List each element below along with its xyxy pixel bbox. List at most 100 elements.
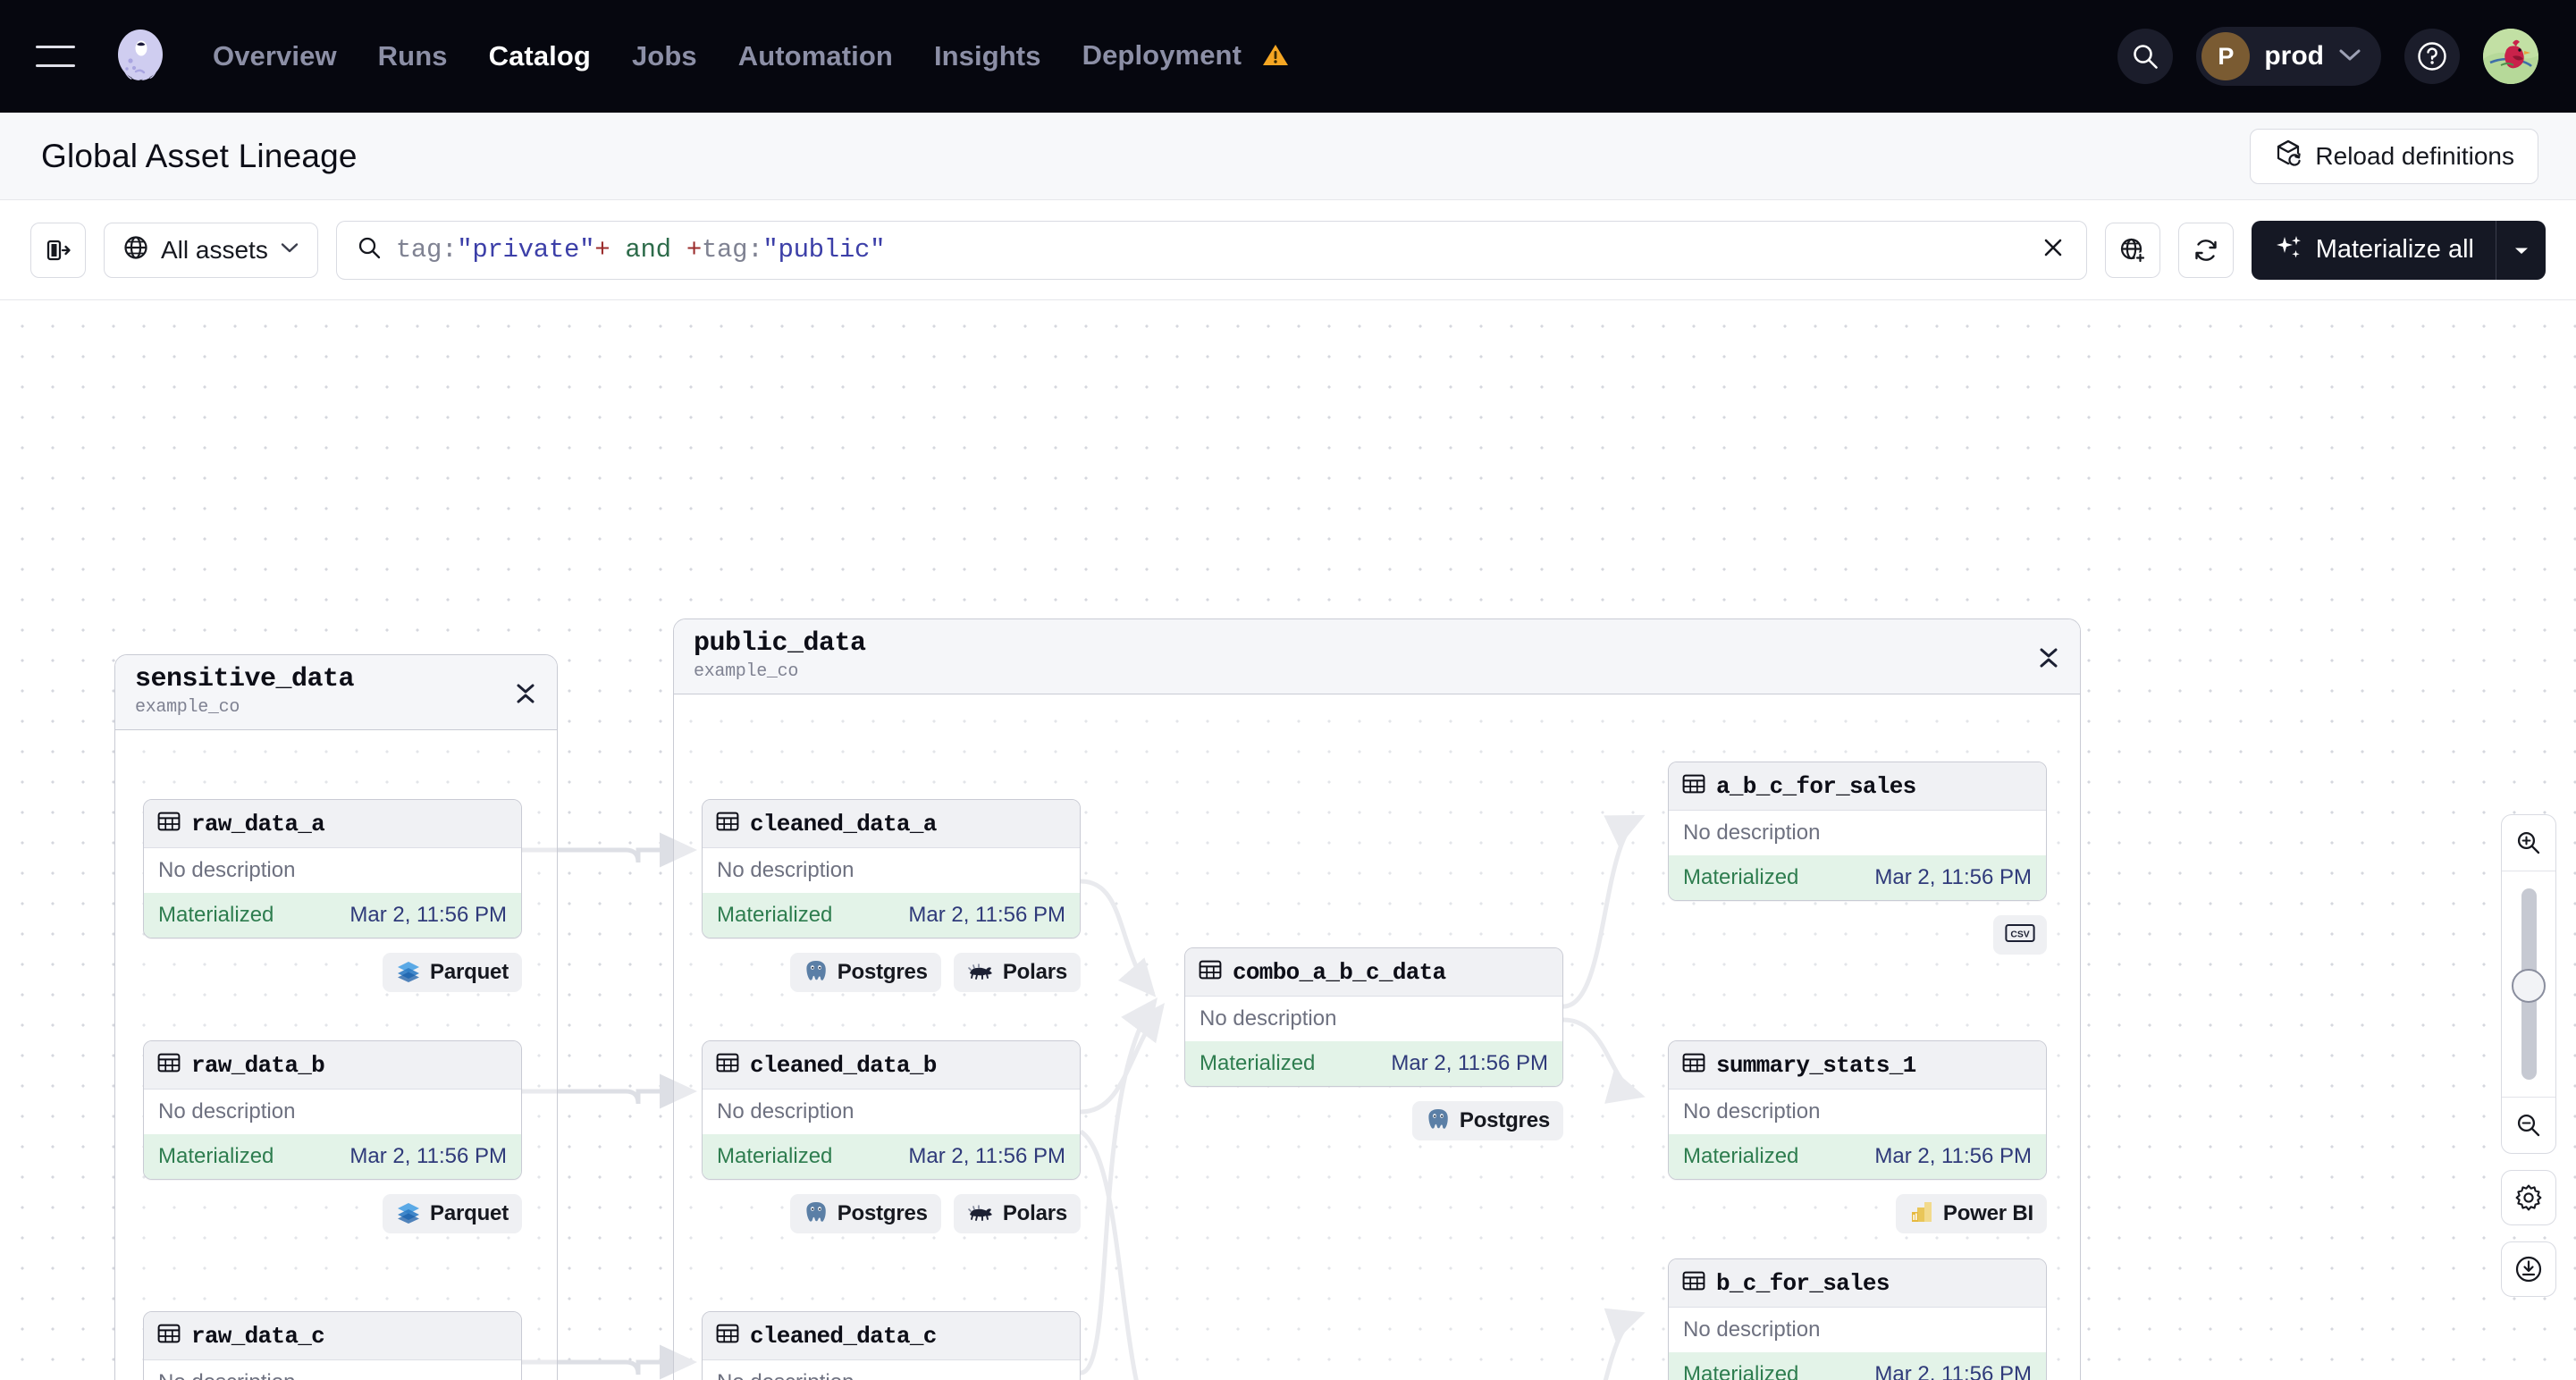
- asset-node-header: a_b_c_for_sales: [1669, 762, 2046, 811]
- hamburger-line: [36, 46, 75, 48]
- clear-search-icon[interactable]: [2040, 234, 2067, 265]
- asset-tag-label: Polars: [1002, 960, 1067, 984]
- asset-status-label: Materialized: [1683, 865, 1799, 889]
- materialize-all-button[interactable]: Materialize all: [2251, 220, 2546, 280]
- asset-node-card[interactable]: raw_data_cNo descriptionMaterializedMar …: [143, 1311, 522, 1380]
- asset-node-header: raw_data_a: [144, 800, 521, 848]
- asset-group-sensitive-data[interactable]: sensitive_data example_co: [114, 654, 558, 1380]
- asset-tag-postgres[interactable]: Postgres: [789, 1194, 941, 1233]
- collapse-group-icon[interactable]: [2037, 644, 2060, 676]
- hamburger-menu-icon[interactable]: [36, 41, 75, 72]
- table-icon: [156, 1321, 181, 1351]
- nav-link-jobs[interactable]: Jobs: [631, 40, 697, 72]
- nav-link-overview[interactable]: Overview: [213, 40, 337, 72]
- table-icon: [1681, 771, 1706, 801]
- asset-tag-parquet[interactable]: Parquet: [383, 953, 522, 992]
- asset-tag-row: Postgres Polars: [702, 1194, 1081, 1233]
- asset-tag-row: Parquet: [143, 1194, 522, 1233]
- page-header: Global Asset Lineage Reload definitions: [0, 113, 2576, 200]
- panel-expand-icon[interactable]: [30, 222, 86, 278]
- globe-plus-icon[interactable]: [2104, 222, 2160, 278]
- primary-nav-links: Overview Runs Catalog Jobs Automation In…: [213, 39, 1289, 74]
- table-icon: [1681, 1050, 1706, 1080]
- asset-tag-polars[interactable]: Polars: [953, 1194, 1081, 1233]
- zoom-out-icon[interactable]: [2502, 1098, 2555, 1153]
- zoom-slider[interactable]: [2502, 871, 2555, 1098]
- asset-node-name: cleaned_data_c: [750, 1322, 937, 1350]
- asset-node-status-bar: Materialized Mar 2, 11:56 PM: [1669, 855, 2046, 900]
- asset-tag-row: Postgres: [1184, 1101, 1563, 1140]
- download-circle-icon[interactable]: [2501, 1241, 2556, 1297]
- asset-status-timestamp: Mar 2, 11:56 PM: [1391, 1051, 1548, 1075]
- asset-tag-parquet[interactable]: Parquet: [383, 1194, 522, 1233]
- asset-node-description: No description: [144, 1090, 521, 1134]
- search-icon: [357, 235, 382, 265]
- nav-link-automation[interactable]: Automation: [737, 40, 893, 72]
- asset-tag-postgres[interactable]: Postgres: [789, 953, 941, 992]
- asset-status-label: Materialized: [158, 1144, 274, 1168]
- asset-tag-label: Postgres: [837, 960, 928, 984]
- collapse-group-icon[interactable]: [514, 680, 537, 711]
- asset-status-timestamp: Mar 2, 11:56 PM: [1874, 1144, 2032, 1168]
- page-title: Global Asset Lineage: [41, 137, 358, 174]
- zoom-in-icon[interactable]: [2502, 815, 2555, 871]
- asset-node-card[interactable]: cleaned_data_cNo descriptionMaterialized…: [702, 1311, 1081, 1380]
- deployment-selector[interactable]: P prod: [2196, 27, 2381, 86]
- asset-tag-row: Power BI: [1668, 1194, 2047, 1233]
- nav-link-runs[interactable]: Runs: [377, 40, 448, 72]
- asset-scope-selector[interactable]: All assets: [104, 222, 318, 278]
- nav-link-catalog[interactable]: Catalog: [488, 40, 591, 72]
- search-input[interactable]: tag:"private"+ and +tag:"public": [335, 220, 2087, 280]
- asset-node-description: No description: [1669, 811, 2046, 855]
- asset-status-timestamp: Mar 2, 11:56 PM: [349, 1144, 507, 1168]
- asset-node-name: cleaned_data_a: [750, 810, 937, 837]
- reload-definitions-button[interactable]: Reload definitions: [2250, 128, 2538, 184]
- search-icon[interactable]: [2117, 29, 2174, 84]
- dagster-logo-icon[interactable]: [109, 25, 172, 88]
- asset-node-raw_data_c[interactable]: raw_data_cNo descriptionMaterializedMar …: [143, 1311, 522, 1380]
- asset-node-name: raw_data_b: [191, 1051, 325, 1079]
- refresh-icon[interactable]: [2177, 222, 2234, 278]
- asset-node-header: summary_stats_1: [1669, 1041, 2046, 1090]
- chevron-down-icon: [280, 241, 299, 258]
- asset-node-cleaned_data_c[interactable]: cleaned_data_cNo descriptionMaterialized…: [702, 1311, 1081, 1380]
- asset-node-name: raw_data_c: [191, 1322, 325, 1350]
- asset-tag-postgres[interactable]: Postgres: [1411, 1101, 1563, 1140]
- asset-tag-polars[interactable]: Polars: [953, 953, 1081, 992]
- zoom-slider-handle[interactable]: [2512, 969, 2546, 1003]
- materialize-dropdown-caret[interactable]: [2496, 220, 2546, 280]
- help-circle-icon[interactable]: [2404, 29, 2460, 84]
- gear-icon[interactable]: [2501, 1170, 2556, 1225]
- user-avatar[interactable]: [2483, 29, 2538, 84]
- nav-link-insights[interactable]: Insights: [933, 40, 1041, 72]
- asset-status-timestamp: Mar 2, 11:56 PM: [1874, 865, 2032, 889]
- lineage-graph-canvas[interactable]: sensitive_data example_co public_data ex…: [0, 300, 2576, 1380]
- asset-tag-power-bi[interactable]: Power BI: [1895, 1194, 2047, 1233]
- asset-tag-csv[interactable]: CSV: [1993, 915, 2047, 955]
- asset-status-timestamp: Mar 2, 11:56 PM: [1874, 1362, 2032, 1380]
- nav-link-deployment[interactable]: Deployment: [1082, 39, 1289, 74]
- asset-node-description: No description: [144, 848, 521, 893]
- materialize-all-main[interactable]: Materialize all: [2252, 221, 2496, 280]
- postgres-icon: [804, 1199, 829, 1229]
- parquet-icon: [396, 1199, 421, 1229]
